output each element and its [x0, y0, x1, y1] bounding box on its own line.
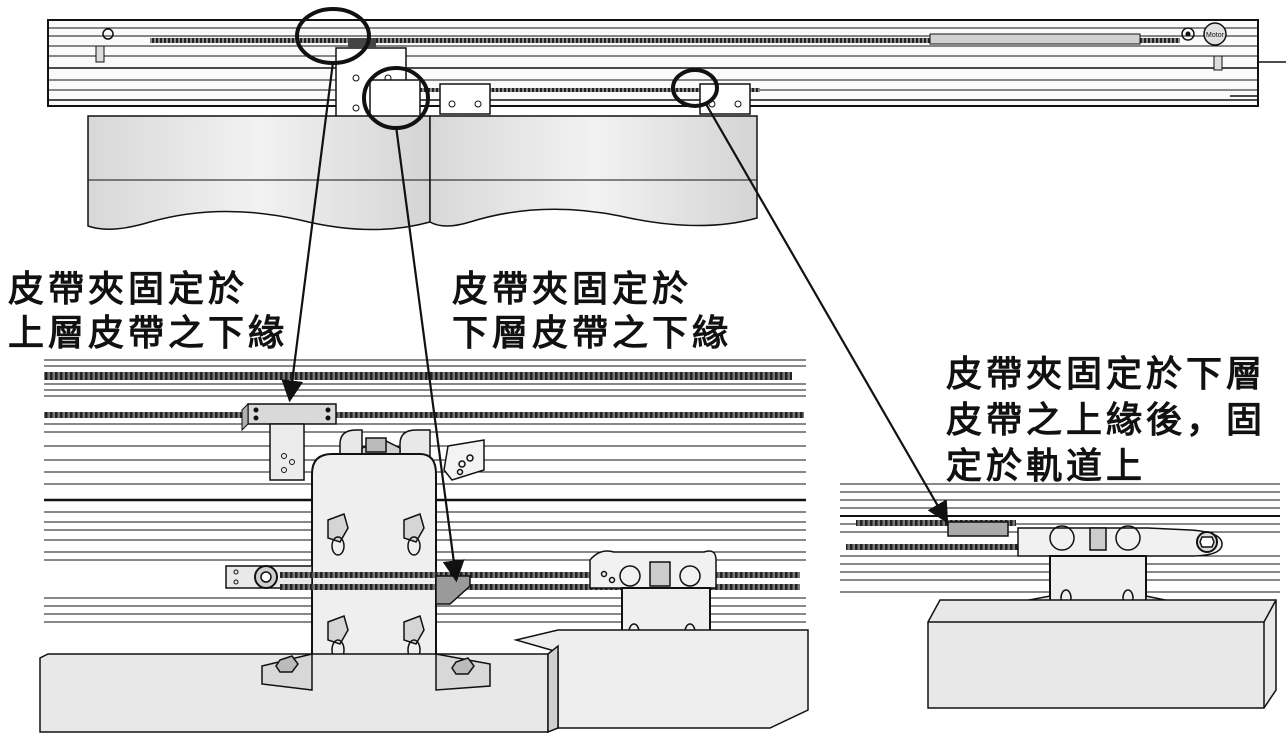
motor-label: Motor	[1206, 32, 1225, 39]
arrow-to-track-clamp	[705, 103, 949, 524]
lower-belt	[44, 412, 804, 418]
caption-line: 皮帶之上緣後，固	[946, 400, 1267, 441]
overview-track: Motor	[47, 19, 1286, 121]
door-blocks-left	[39, 629, 809, 733]
leader-arrows	[281, 61, 949, 583]
arrow-to-upper-clamp	[281, 61, 335, 403]
caption-line: 皮帶夾固定於下層	[946, 354, 1267, 395]
caption-line: 上層皮帶之下緣	[8, 313, 289, 354]
caption-lower-clamp: 皮帶夾固定於 下層皮帶之下緣	[452, 268, 732, 356]
belt-clamp-lower	[435, 575, 471, 605]
belt-clamp-upper	[241, 402, 337, 481]
caption-line: 皮帶夾固定於	[8, 269, 249, 310]
middle-belt-left	[225, 565, 800, 605]
arrow-to-lower-clamp	[394, 125, 465, 583]
caption-upper-clamp: 皮帶夾固定於 上層皮帶之下緣	[8, 268, 288, 356]
left-detail	[39, 359, 809, 733]
caption-line: 定於軌道上	[946, 446, 1147, 487]
door-panels	[87, 115, 758, 231]
caption-line: 皮帶夾固定於	[452, 269, 693, 310]
upper-belt	[44, 372, 792, 380]
caption-track-fixed: 皮帶夾固定於下層 皮帶之上緣後，固 定於軌道上	[946, 352, 1266, 490]
right-detail	[840, 483, 1280, 709]
belt-clamp-track	[947, 521, 1009, 537]
door-block-right	[927, 599, 1277, 709]
caption-line: 下層皮帶之下緣	[452, 313, 733, 354]
highlight-circle-track	[671, 68, 719, 108]
